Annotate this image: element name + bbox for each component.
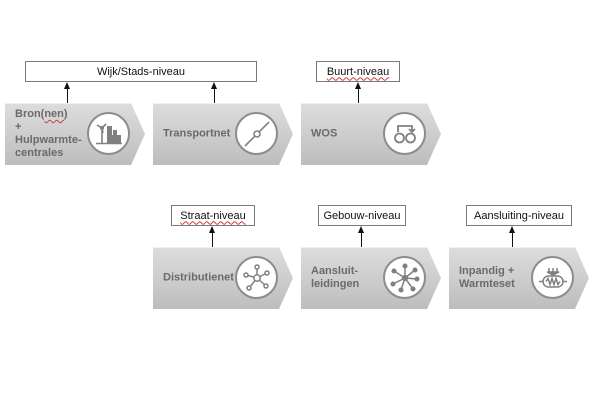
level-box-wijk-stads: Wijk/Stads-niveau	[25, 61, 257, 82]
connector-bron	[67, 88, 68, 103]
arrowhead-aansluitleidingen	[358, 226, 364, 233]
power-plant-icon	[87, 112, 130, 155]
level-label-buurt: Buurt-niveau	[326, 65, 390, 78]
distribution-network-icon	[235, 256, 278, 299]
transport-pipe-icon	[235, 112, 278, 155]
chevron-distributienet: Distributienet	[153, 247, 293, 309]
arrowhead-transportnet	[211, 82, 217, 89]
connector-distributienet	[212, 232, 213, 247]
chevron-inpandig: Inpandig + Warmteset	[449, 247, 589, 309]
chevron-bron: Bron(nen) + Hulpwarmte- centrales	[5, 103, 145, 165]
level-label-straat: Straat-niveau	[180, 209, 246, 222]
arrowhead-wos	[355, 82, 361, 89]
connector-wos	[358, 88, 359, 103]
chevron-aansluitleidingen: Aansluit- leidingen	[301, 247, 441, 309]
arrowhead-bron	[64, 82, 70, 89]
heat-exchange-station-icon	[383, 112, 426, 155]
chevron-label-wos: WOS	[311, 127, 338, 140]
chevron-label-transportnet: Transportnet	[163, 127, 231, 140]
chevron-transportnet: Transportnet	[153, 103, 293, 165]
chevron-label-inpandig: Inpandig + Warmteset	[459, 265, 515, 290]
chevron-label-distributienet: Distributienet	[163, 271, 234, 284]
chevron-label-aansluitleidingen: Aansluit- leidingen	[311, 265, 360, 290]
level-label-aansluiting: Aansluiting-niveau	[474, 209, 564, 222]
arrowhead-inpandig	[509, 226, 515, 233]
level-box-straat: Straat-niveau	[171, 205, 255, 226]
connection-pipes-icon	[383, 256, 426, 299]
connector-aansluitleidingen	[361, 232, 362, 247]
connector-transportnet	[214, 88, 215, 103]
arrowhead-distributienet	[209, 226, 215, 233]
heat-exchanger-set-icon	[531, 256, 574, 299]
level-label-wijk-stads: Wijk/Stads-niveau	[96, 65, 186, 78]
connector-inpandig	[512, 232, 513, 247]
chevron-label-bron: Bron(nen) + Hulpwarmte- centrales	[15, 108, 82, 159]
level-box-aansluiting: Aansluiting-niveau	[466, 205, 572, 226]
level-box-gebouw: Gebouw-niveau	[318, 205, 406, 226]
level-label-gebouw: Gebouw-niveau	[323, 209, 401, 222]
level-box-buurt: Buurt-niveau	[316, 61, 400, 82]
chevron-wos: WOS	[301, 103, 441, 165]
